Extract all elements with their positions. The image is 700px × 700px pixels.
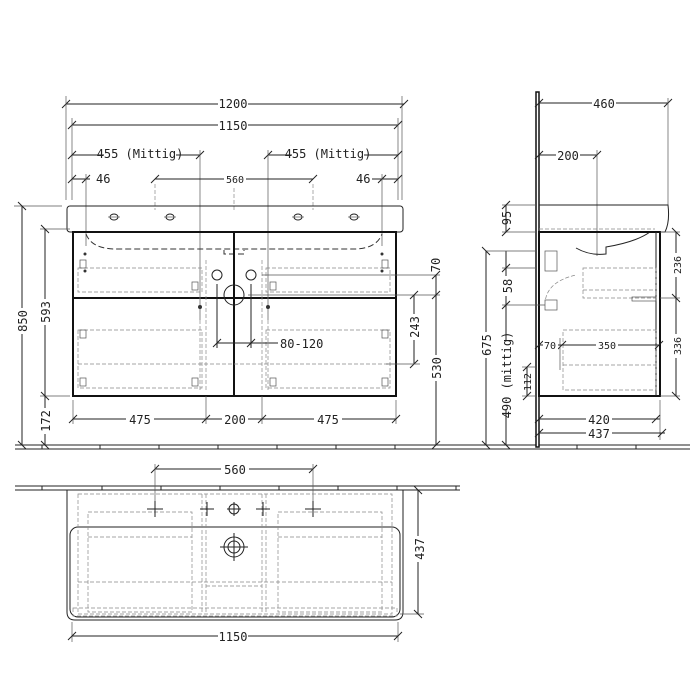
bowl-side [575, 231, 651, 255]
label-675: 675 [480, 334, 494, 356]
label-80-120: 80-120 [280, 337, 323, 351]
top-internals [72, 494, 398, 617]
wall-line-top [15, 485, 460, 491]
dim-1150-top: 1150 [67, 622, 403, 644]
dim-560-front: 560 [150, 173, 318, 210]
label-593: 593 [39, 301, 53, 323]
label-70: 70 [429, 258, 443, 272]
side-internals [544, 250, 657, 391]
dim-95: 95 [500, 200, 536, 237]
dim-593: 593 [38, 224, 70, 401]
cabinet-side [538, 231, 661, 397]
dim-850: 850 [14, 201, 62, 450]
dim-236: 236 [660, 227, 684, 303]
label-490-mittig: 490 (mittig) [500, 332, 514, 419]
dim-80-120: 80-120 [212, 337, 323, 351]
label-112: 112 [523, 373, 534, 391]
label-58: 58 [501, 279, 515, 293]
dim-437-side: 437 [534, 426, 667, 441]
label-350: 350 [598, 341, 616, 352]
dim-420: 420 [534, 400, 661, 440]
side-view: 460 200 [479, 91, 684, 450]
dim-58: 58 [486, 250, 545, 310]
label-850: 850 [16, 310, 30, 332]
label-530: 530 [430, 357, 444, 379]
label-200: 200 [224, 413, 246, 427]
dim-112: 112 [522, 362, 536, 401]
dim-336: 336 [660, 298, 684, 401]
drain-top [220, 533, 248, 561]
dim-675: 675 [479, 246, 494, 450]
front-view: 1200 1150 455 (Mittig) 455 (Mittig) [14, 96, 444, 450]
label-460: 460 [593, 97, 615, 111]
label-455-right: 455 (Mittig) [285, 147, 372, 161]
dim-530: 530 [429, 355, 444, 450]
dim-left-455: 455 (Mittig) [67, 146, 205, 320]
basin-top-outline [66, 490, 404, 621]
dim-200-side: 200 [534, 148, 602, 256]
label-455-left: 455 (Mittig) [97, 147, 184, 161]
tap-markers-top [147, 501, 321, 517]
dim-243: 243 [386, 290, 422, 369]
label-336: 336 [673, 337, 684, 355]
dim-right-455: 455 (Mittig) [263, 146, 403, 320]
label-560-top: 560 [224, 463, 246, 477]
label-95: 95 [500, 211, 514, 225]
dim-460: 460 [534, 96, 673, 205]
dim-basin-width: 1150 [67, 118, 403, 200]
top-view: 560 [15, 462, 460, 644]
dim-437-top: 437 [400, 485, 427, 619]
cabinet-footprint [77, 493, 393, 615]
label-200-side: 200 [557, 149, 579, 163]
label-46-right: 46 [356, 172, 370, 186]
label-420: 420 [588, 413, 610, 427]
basin-side [539, 204, 670, 233]
label-243: 243 [408, 316, 422, 338]
dim-bottom-widths: 475 200 475 [68, 396, 401, 427]
label-475-right: 475 [317, 413, 339, 427]
dim-490: 490 (mittig) [499, 305, 514, 450]
label-1150-top: 1150 [219, 630, 248, 644]
dim-overall-width: 1200 [61, 96, 409, 200]
label-172: 172 [39, 410, 53, 432]
tap-holes [108, 213, 360, 221]
label-437-top: 437 [413, 538, 427, 560]
label-560-front: 560 [226, 175, 244, 186]
basin-bowl-top [69, 526, 401, 618]
label-475-left: 475 [129, 413, 151, 427]
label-1200: 1200 [219, 97, 248, 111]
floor-line [15, 444, 690, 450]
dim-46-left: 46 [67, 172, 110, 246]
dim-70-350: 70 350 [534, 338, 664, 370]
label-236: 236 [673, 256, 684, 274]
label-1150: 1150 [219, 119, 248, 133]
dim-172: 172 [38, 396, 53, 450]
drawer-internals [77, 252, 391, 392]
label-70-side: 70 [544, 341, 556, 352]
label-437-side: 437 [588, 427, 610, 441]
label-46-left: 46 [96, 172, 110, 186]
